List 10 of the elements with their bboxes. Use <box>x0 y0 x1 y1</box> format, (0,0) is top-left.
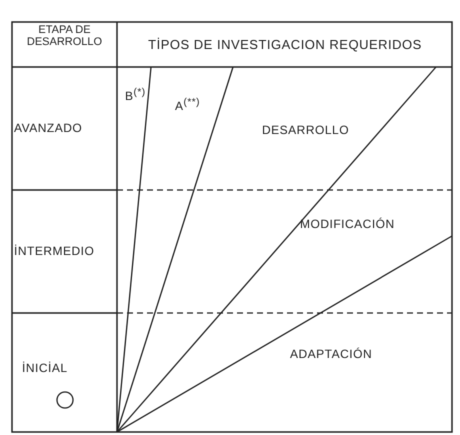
region-label: MODIFICACIÓN <box>300 218 395 231</box>
column-header: TİPOS DE INVESTIGACION REQUERIDOS <box>147 38 423 51</box>
region-label: B$^{(*)}$ <box>125 86 146 103</box>
region-label: A$^{(**)}$ <box>175 96 200 113</box>
column-header: ETAPA DE DESARROLLO <box>26 24 104 48</box>
region-label: ADAPTACIÓN <box>290 348 372 361</box>
row-label: İNICİAL <box>22 362 68 375</box>
row-label: AVANZADO <box>14 122 82 135</box>
row-label: İNTERMEDIO <box>14 245 94 258</box>
region-label: DESARROLLO <box>262 124 350 137</box>
